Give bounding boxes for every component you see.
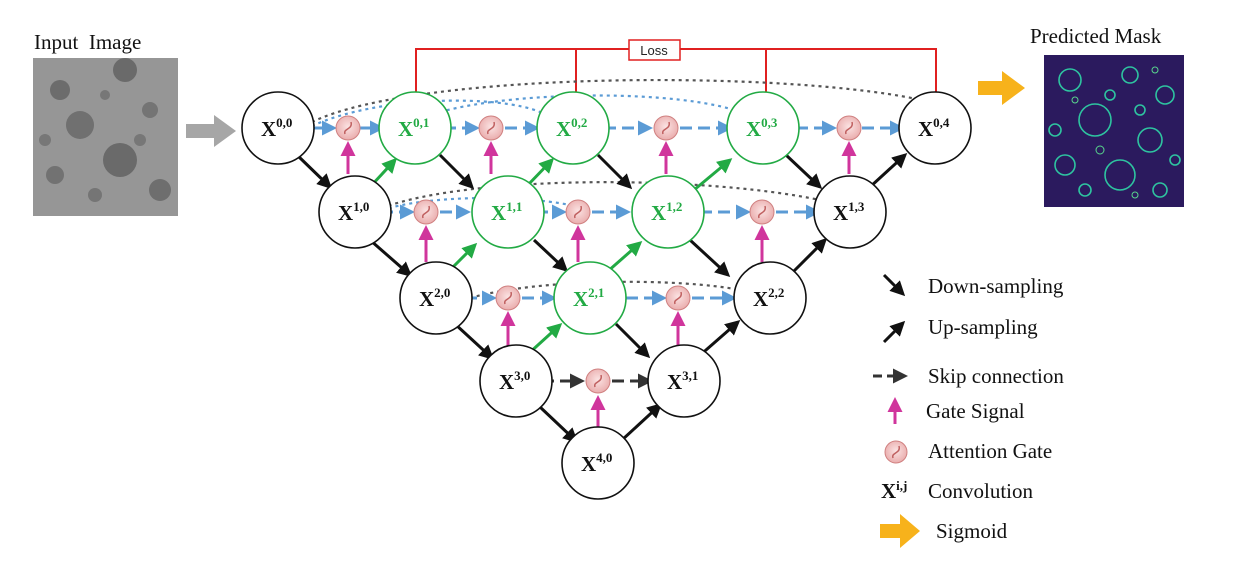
node-x-3-0: X3,0 <box>479 344 553 418</box>
node-label: X0,2 <box>556 115 587 141</box>
node-x-0-2: X0,2 <box>536 91 610 165</box>
node-x-1-3: X1,3 <box>813 175 887 249</box>
predicted-mask-image <box>1044 55 1184 207</box>
node-label: X1,3 <box>833 199 865 225</box>
node-x-0-0: X0,0 <box>241 91 315 165</box>
node-circle <box>471 175 545 249</box>
legend-down-label: Down-sampling <box>928 274 1064 298</box>
node-circle <box>647 344 721 418</box>
loss-label-box <box>628 39 681 61</box>
node-circle <box>399 261 473 335</box>
legend-sigmoid-arrow <box>880 514 920 548</box>
up-sampling-edges-black <box>620 152 908 442</box>
node-label: X1,2 <box>651 199 682 225</box>
node-label: X2,0 <box>419 285 450 311</box>
attention-gate <box>413 199 439 225</box>
node-label: X3,1 <box>667 368 698 394</box>
node-circle <box>813 175 887 249</box>
legend-sigmoid-label: Sigmoid <box>936 519 1008 543</box>
gate-signals <box>340 141 857 434</box>
legend-attention-gate-label: Attention Gate <box>928 439 1052 463</box>
node-circle <box>726 91 800 165</box>
legend-up-label: Up-sampling <box>928 315 1038 339</box>
legend: Down-sampling Up-sampling Skip connectio… <box>873 273 1064 548</box>
node-x-1-1: X1,1 <box>471 175 545 249</box>
attention-gate <box>335 115 361 141</box>
input-image <box>33 58 178 216</box>
node-circle <box>561 426 635 500</box>
attention-gate <box>653 115 679 141</box>
node-circle <box>898 91 972 165</box>
node-x-0-1: X0,1 <box>378 91 452 165</box>
predicted-mask-caption: Predicted Mask <box>1030 24 1162 48</box>
node-label: X0,1 <box>398 115 429 141</box>
node-label: X1,1 <box>491 199 522 225</box>
node-label: X0,3 <box>746 115 778 141</box>
node-circle <box>536 91 610 165</box>
attention-gate <box>495 285 521 311</box>
legend-skip-label: Skip connection <box>928 364 1064 388</box>
node-x-2-2: X2,2 <box>733 261 807 335</box>
legend-down-arrow <box>882 273 906 297</box>
loss-label: Loss <box>640 43 668 58</box>
node-label: X0,0 <box>261 115 292 141</box>
legend-up-arrow <box>882 320 906 344</box>
input-image-caption: Input Image <box>34 30 142 54</box>
attention-gate <box>665 285 691 311</box>
attention-gate <box>836 115 862 141</box>
attention-gate <box>565 199 591 225</box>
node-x-3-1: X3,1 <box>647 344 721 418</box>
legend-gate-signal-label: Gate Signal <box>926 399 1025 423</box>
node-circle <box>479 344 553 418</box>
nodes-layer: X0,0 X0,1 X0,2 X0,3 X0,4X1,0 X1,1 X1,2 X1,3X2,0… <box>241 91 972 500</box>
node-label: X1,0 <box>338 199 369 225</box>
node-x-1-2: X1,2 <box>631 175 705 249</box>
node-label: X4,0 <box>581 450 612 476</box>
node-x-0-3: X0,3 <box>726 91 800 165</box>
loss-bracket <box>415 48 937 100</box>
node-x-2-1: X2,1 <box>553 261 627 335</box>
sigmoid-output-arrow <box>978 71 1025 105</box>
node-x-2-0: X2,0 <box>399 261 473 335</box>
legend-conv-symbol: Xi,j <box>881 478 907 503</box>
node-circle <box>553 261 627 335</box>
attention-gates <box>335 115 862 394</box>
node-x-0-4: X0,4 <box>898 91 972 165</box>
node-circle <box>241 91 315 165</box>
down-sampling-edges <box>295 153 823 444</box>
input-arrow <box>186 115 236 147</box>
node-label: X0,4 <box>918 115 950 141</box>
node-x-1-0: X1,0 <box>318 175 392 249</box>
node-label: X3,0 <box>499 368 530 394</box>
attention-gate <box>585 368 611 394</box>
node-circle <box>378 91 452 165</box>
attention-gate <box>478 115 504 141</box>
node-circle <box>631 175 705 249</box>
node-circle <box>318 175 392 249</box>
attention-gate <box>749 199 775 225</box>
node-circle <box>733 261 807 335</box>
node-x-4-0: X4,0 <box>561 426 635 500</box>
node-label: X2,2 <box>753 285 784 311</box>
legend-attention-gate-icon <box>884 440 908 464</box>
legend-conv-label: Convolution <box>928 479 1034 503</box>
node-label: X2,1 <box>573 285 604 311</box>
